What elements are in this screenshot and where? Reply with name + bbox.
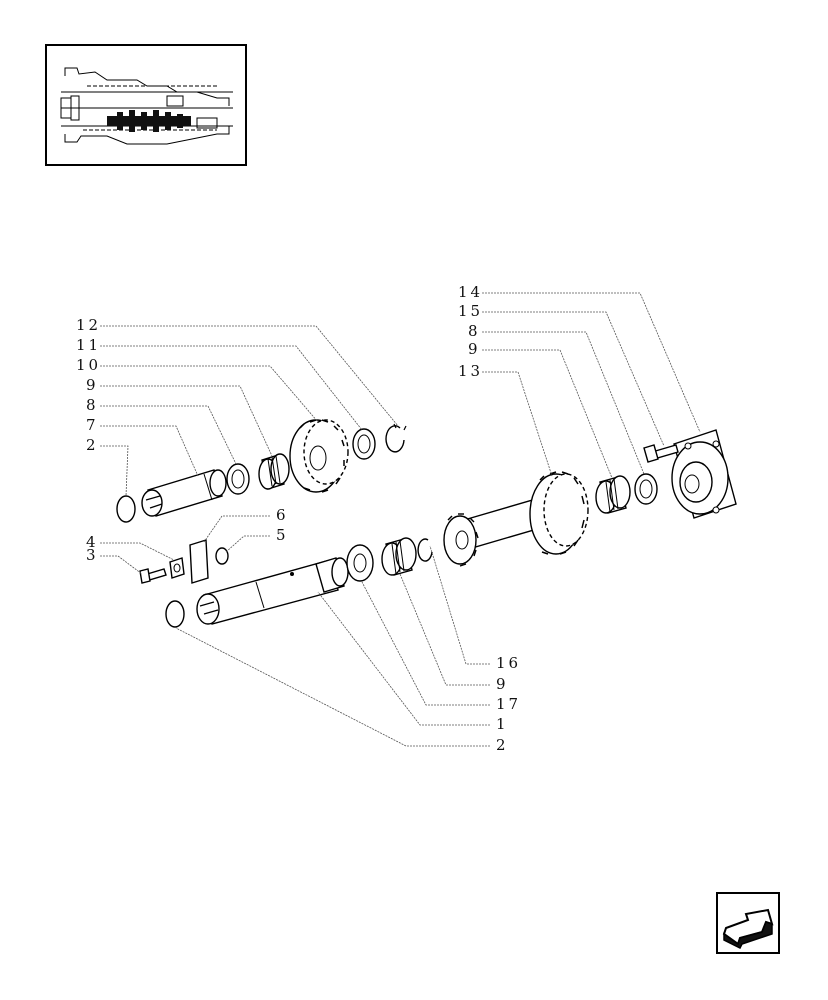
washer-17 [346,544,374,582]
washer-5 [215,547,229,565]
plate-6 [189,539,209,584]
callout-13: 13 [458,362,483,380]
callout-labels: 12 11 10 9 8 7 2 4 3 6 5 14 15 8 9 13 16… [76,283,521,754]
needle-bearing-9-right [595,475,631,514]
callout-12: 12 [76,316,101,334]
callout-2-upper: 2 [86,436,99,454]
callout-9-right: 9 [468,340,481,358]
o-ring-2-lower [165,600,185,628]
callout-10: 10 [76,356,101,374]
needle-bearing-9-lower [381,537,417,576]
callout-1: 1 [496,715,509,733]
callout-8-upper-left: 8 [86,396,99,414]
cover-14 [671,429,737,519]
callout-14: 14 [458,283,483,301]
gear-10 [289,419,349,493]
callout-15: 15 [458,302,483,320]
shaft-1 [196,557,349,625]
snap-ring-16 [417,538,433,562]
callout-9-lower: 9 [496,675,509,693]
callout-2-lower: 2 [496,736,509,754]
callout-11: 11 [76,336,101,354]
callout-16: 16 [496,654,521,672]
back-arrow-icon [722,908,774,950]
callout-4: 4 [86,533,99,551]
transmission-section-icon [60,67,233,145]
bolt-3 [139,568,167,584]
callout-6: 6 [276,506,289,524]
callout-7: 7 [86,416,99,434]
shaft-7 [141,469,227,517]
nut-4 [169,557,185,579]
callout-9-upper-left: 9 [86,376,99,394]
snap-ring-12 [385,423,407,453]
o-ring-2-upper [116,495,136,523]
bolt-15 [643,444,679,463]
needle-bearing-9-left [258,453,290,490]
back-navigation-button[interactable] [716,892,780,954]
callout-8-right: 8 [468,322,481,340]
transmission-thumbnail [45,44,247,166]
washer-11 [352,428,376,460]
leader-lines [100,292,701,747]
washer-8-right [634,473,658,505]
cluster-shaft-13 [443,471,589,567]
callout-17: 17 [496,695,521,713]
callout-5: 5 [276,526,289,544]
washer-8-left [226,463,250,495]
callout-3: 3 [86,546,99,564]
